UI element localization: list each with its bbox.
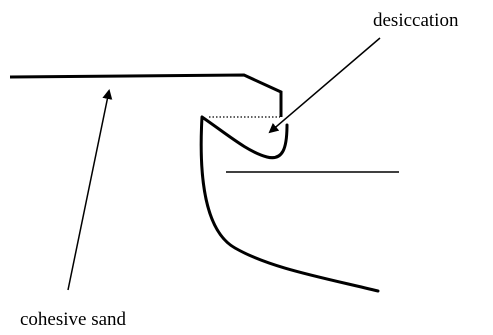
desiccation-arrow (268, 37, 381, 134)
desiccation-label: desiccation (373, 10, 459, 31)
ground-surface-line (9, 73, 283, 117)
cohesive-sand-label: cohesive sand (20, 309, 127, 330)
cohesive-sand-arrow (67, 89, 113, 291)
cliff-profile-curve (199, 115, 380, 293)
